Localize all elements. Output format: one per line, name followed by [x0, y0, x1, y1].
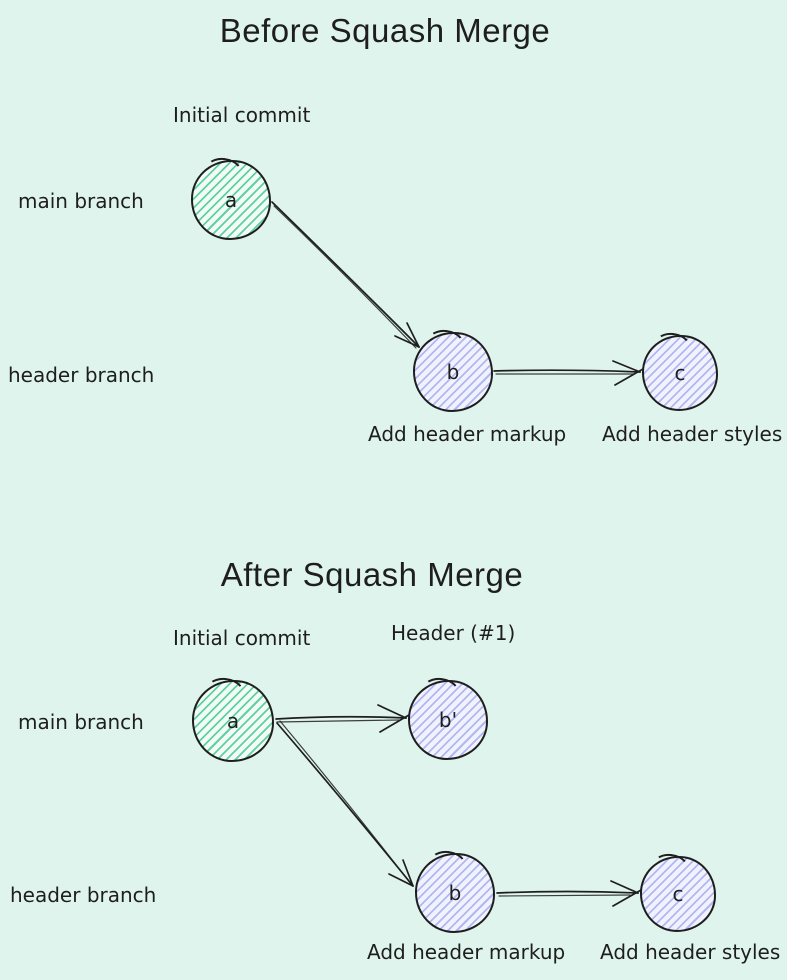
commit-node-b-after: b	[415, 853, 495, 933]
after-section-title: After Squash Merge	[220, 556, 524, 593]
commit-node-b-prime-after: b'	[408, 680, 488, 760]
commit-letter-b-before: b	[446, 360, 460, 384]
branch-label-header-before: header branch	[8, 363, 155, 387]
commit-caption-styles-before: Add header styles	[602, 422, 783, 446]
arrow-b-to-c-before	[493, 360, 644, 386]
arrow-b-to-c-after	[496, 880, 642, 907]
arrow-a-to-b-after	[276, 720, 414, 887]
commit-node-c-after: c	[640, 856, 716, 932]
commit-caption-styles-after: Add header styles	[600, 940, 781, 964]
commit-caption-initial-after: Initial commit	[173, 626, 311, 650]
commit-node-a-before: a	[191, 160, 271, 240]
commit-letter-b-after: b	[448, 881, 462, 905]
arrow-a-to-b-before	[271, 201, 420, 349]
commit-caption-markup-before: Add header markup	[368, 422, 567, 446]
commit-node-a-after: a	[192, 680, 274, 762]
branch-label-main-before: main branch	[18, 189, 144, 213]
commit-caption-initial-before: Initial commit	[173, 103, 311, 127]
commit-caption-markup-after: Add header markup	[367, 940, 566, 964]
commit-letter-c-before: c	[674, 361, 686, 385]
branch-label-main-after: main branch	[18, 710, 144, 734]
branch-label-header-after: header branch	[10, 883, 157, 907]
commit-letter-c-after: c	[672, 882, 684, 906]
commit-node-b-before: b	[413, 332, 493, 412]
commit-caption-header1-after: Header (#1)	[391, 621, 516, 645]
before-section-title: Before Squash Merge	[219, 12, 551, 49]
arrow-a-to-b-prime-after	[275, 704, 410, 733]
commit-letter-a-after: a	[226, 709, 240, 733]
commit-letter-a-before: a	[224, 188, 238, 212]
commit-node-c-before: c	[642, 335, 718, 411]
commit-letter-b-prime-after: b'	[438, 708, 458, 732]
